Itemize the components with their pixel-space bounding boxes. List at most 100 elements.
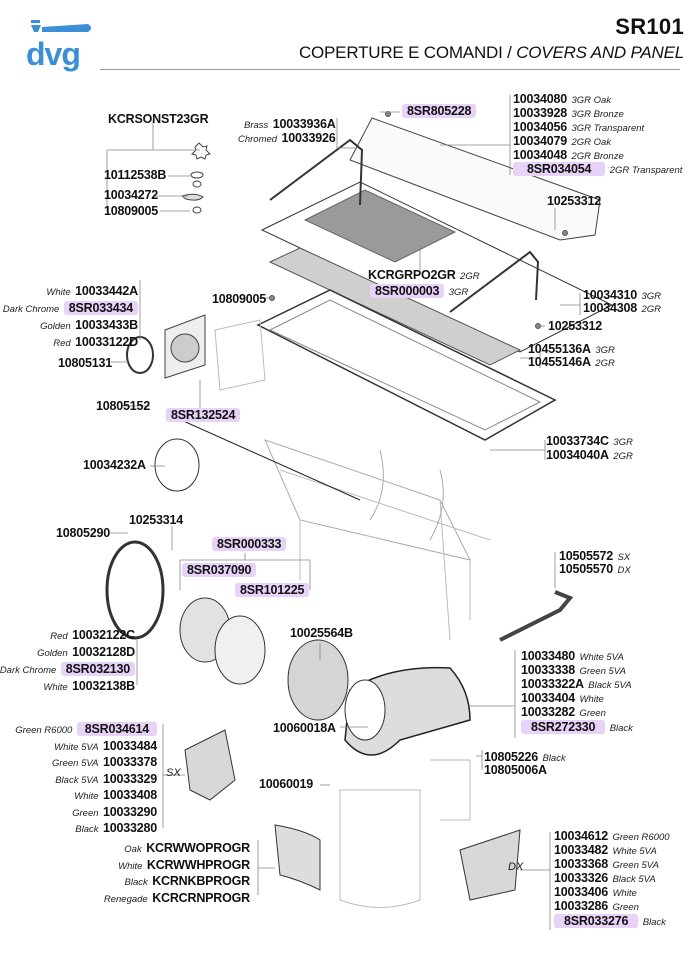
label-sidebar-dx: 10505570 DX bbox=[559, 562, 631, 576]
cup-guard-item: 8SR034054 2GR Transparent bbox=[513, 162, 682, 178]
label-grid-3gr: 8SR000003 3GR bbox=[370, 284, 468, 300]
bezel-ring bbox=[105, 540, 165, 640]
cup-rail bbox=[269, 138, 364, 206]
cup-guard-panel bbox=[349, 117, 601, 241]
label-kcrsonst23gr: KCRSONST23GR bbox=[108, 112, 209, 126]
cup-guard-item: 10034080 3GR Oak bbox=[513, 92, 612, 106]
dx-tag: DX bbox=[508, 861, 524, 873]
label-10809005: 10809005 bbox=[104, 204, 159, 218]
label-rail-chromed: Chromed 10033926 bbox=[238, 131, 336, 145]
label-8sr037090: 8SR037090 bbox=[182, 563, 257, 577]
label-10112538b: 10112538B bbox=[104, 168, 167, 182]
group-cover-item: 10033322A Black 5VA bbox=[521, 677, 632, 691]
bezel-ring-item: Dark Chrome 8SR032130 bbox=[0, 661, 135, 678]
bezel-ring-item: Golden 10032128D bbox=[37, 645, 135, 659]
gasket bbox=[268, 247, 522, 366]
dvg-logo: dvg bbox=[22, 18, 94, 78]
mount-plate-right bbox=[287, 639, 349, 721]
portafilter-icon bbox=[31, 20, 91, 32]
drip-frame bbox=[256, 289, 557, 441]
group-cover-item: 10033480 White 5VA bbox=[521, 649, 624, 663]
label-gasket-2gr: 10455146A 2GR bbox=[528, 355, 615, 369]
bezel-ring-item: Red 10032122C bbox=[50, 628, 135, 642]
label-8sr132524: 8SR132524 bbox=[166, 408, 241, 422]
cup-guard-item: 10034079 2GR Oak bbox=[513, 134, 612, 148]
subtitle-italian: COPERTURE E COMANDI / bbox=[298, 43, 512, 62]
label-10805152: 10805152 bbox=[96, 399, 151, 413]
front-badge-item: Black KCRNKBPROGR bbox=[124, 874, 251, 888]
bezel-ring-item: White 10032138B bbox=[43, 679, 135, 693]
gauge-ring-item: Dark Chrome 8SR033434 bbox=[0, 300, 138, 317]
header-rule bbox=[100, 69, 680, 70]
knob-body bbox=[214, 615, 266, 685]
side-dx-item: 10033286 Green bbox=[554, 899, 639, 913]
side-panel-sx bbox=[184, 729, 236, 801]
side-sx-item: Green 10033290 bbox=[72, 804, 157, 819]
label-10809005-left: 10809005 bbox=[212, 292, 267, 306]
label-10253314: 10253314 bbox=[129, 513, 184, 527]
front-badge bbox=[274, 824, 321, 891]
label-10034272: 10034272 bbox=[104, 188, 159, 202]
sx-tag: SX bbox=[166, 767, 181, 779]
side-bar bbox=[499, 590, 574, 642]
chassis bbox=[264, 439, 471, 561]
boiler bbox=[339, 789, 421, 908]
side-sx-item: Green 5VA 10033378 bbox=[52, 755, 157, 769]
label-10253312-mid: 10253312 bbox=[548, 319, 603, 333]
side-dx-item: 10033368 Green 5VA bbox=[554, 857, 659, 871]
cup-rail-2 bbox=[449, 250, 540, 313]
side-dx-item: 8SR033276 Black bbox=[554, 914, 666, 930]
side-sx-item: White 5VA 10033484 bbox=[54, 738, 157, 753]
label-gasket-3gr: 10455136A 3GR bbox=[528, 342, 615, 356]
model-title: SR101 bbox=[615, 14, 684, 39]
label-10805226: 10805226 Black bbox=[484, 750, 566, 764]
side-sx-item: Black 5VA 10033329 bbox=[55, 771, 157, 786]
label-10034232a: 10034232A bbox=[83, 458, 146, 472]
label-10805006a: 10805006A bbox=[484, 763, 547, 777]
side-dx-item: 10033406 White bbox=[554, 885, 637, 899]
logo-text: dvg bbox=[26, 36, 81, 72]
group-cover-item: 10033282 Green bbox=[521, 705, 606, 719]
label-rail-brass: Brass 10033936A bbox=[244, 117, 336, 131]
front-badge-item: Oak KCRWWOPROGR bbox=[124, 841, 250, 855]
label-10253312-top: 10253312 bbox=[547, 194, 602, 208]
knob-star-icon bbox=[191, 142, 211, 160]
group-cover-item: 8SR272330 Black bbox=[521, 720, 633, 736]
grid-mesh bbox=[303, 189, 457, 263]
label-grid-2gr: KCRGRPO2GR 2GR bbox=[368, 268, 480, 282]
cup-guard-item: 10033928 3GR Bronze bbox=[513, 106, 624, 120]
label-10060019: 10060019 bbox=[259, 777, 314, 791]
side-sx-item: White 10033408 bbox=[74, 788, 157, 802]
subtitle-english: COVERS AND PANEL bbox=[516, 43, 684, 62]
side-panel-dx bbox=[459, 829, 521, 901]
label-frame-3gr: 10033734C 3GR bbox=[546, 434, 633, 448]
gauge-ring-item: White 10033442A bbox=[46, 284, 138, 298]
gauge-ring-item: Red 10033122D bbox=[53, 335, 138, 349]
side-sx-list: Green R6000 8SR034614 White 5VA 10033484… bbox=[0, 722, 157, 838]
label-tray-2gr: 10034308 2GR bbox=[583, 301, 662, 315]
label-frame-2gr: 10034040A 2GR bbox=[546, 448, 633, 462]
front-badge-list: Oak KCRWWOPROGR White KCRWWHPROGR Black … bbox=[90, 841, 250, 907]
cup-guard-item: 10034048 2GR Bronze bbox=[513, 148, 624, 162]
label-10060018a: 10060018A bbox=[273, 721, 336, 735]
label-tray-3gr: 10034310 3GR bbox=[583, 288, 662, 302]
side-sx-item: Green R6000 8SR034614 bbox=[0, 722, 157, 739]
gauge-ring-item: Golden 10033433B bbox=[40, 318, 138, 332]
label-8sr101225: 8SR101225 bbox=[235, 583, 310, 597]
label-sidebar-sx: 10505572 SX bbox=[559, 549, 631, 563]
page-subtitle: COPERTURE E COMANDI / COVERS AND PANEL bbox=[299, 43, 684, 63]
side-dx-item: 10033326 Black 5VA bbox=[554, 871, 656, 885]
gauge-ring-list: White 10033442A Dark Chrome 8SR033434 Go… bbox=[0, 283, 138, 351]
group-cover-item: 10033338 Green 5VA bbox=[521, 663, 626, 677]
cup-guard-item: 10034056 3GR Transparent bbox=[513, 120, 645, 134]
front-badge-item: White KCRWWHPROGR bbox=[118, 857, 250, 872]
label-8sr000333: 8SR000333 bbox=[212, 537, 287, 551]
mount-plate-left bbox=[154, 438, 200, 492]
label-8sr805228: 8SR805228 bbox=[402, 104, 477, 118]
bezel-ring-list: Red 10032122C Golden 10032128D Dark Chro… bbox=[0, 627, 135, 695]
front-badge-item: Renegade KCRCRNPROGR bbox=[103, 890, 250, 905]
side-sx-item: Black 10033280 bbox=[75, 821, 157, 835]
side-dx-item: 10034612 Green R6000 bbox=[554, 829, 670, 843]
side-dx-item: 10033482 White 5VA bbox=[554, 843, 657, 857]
